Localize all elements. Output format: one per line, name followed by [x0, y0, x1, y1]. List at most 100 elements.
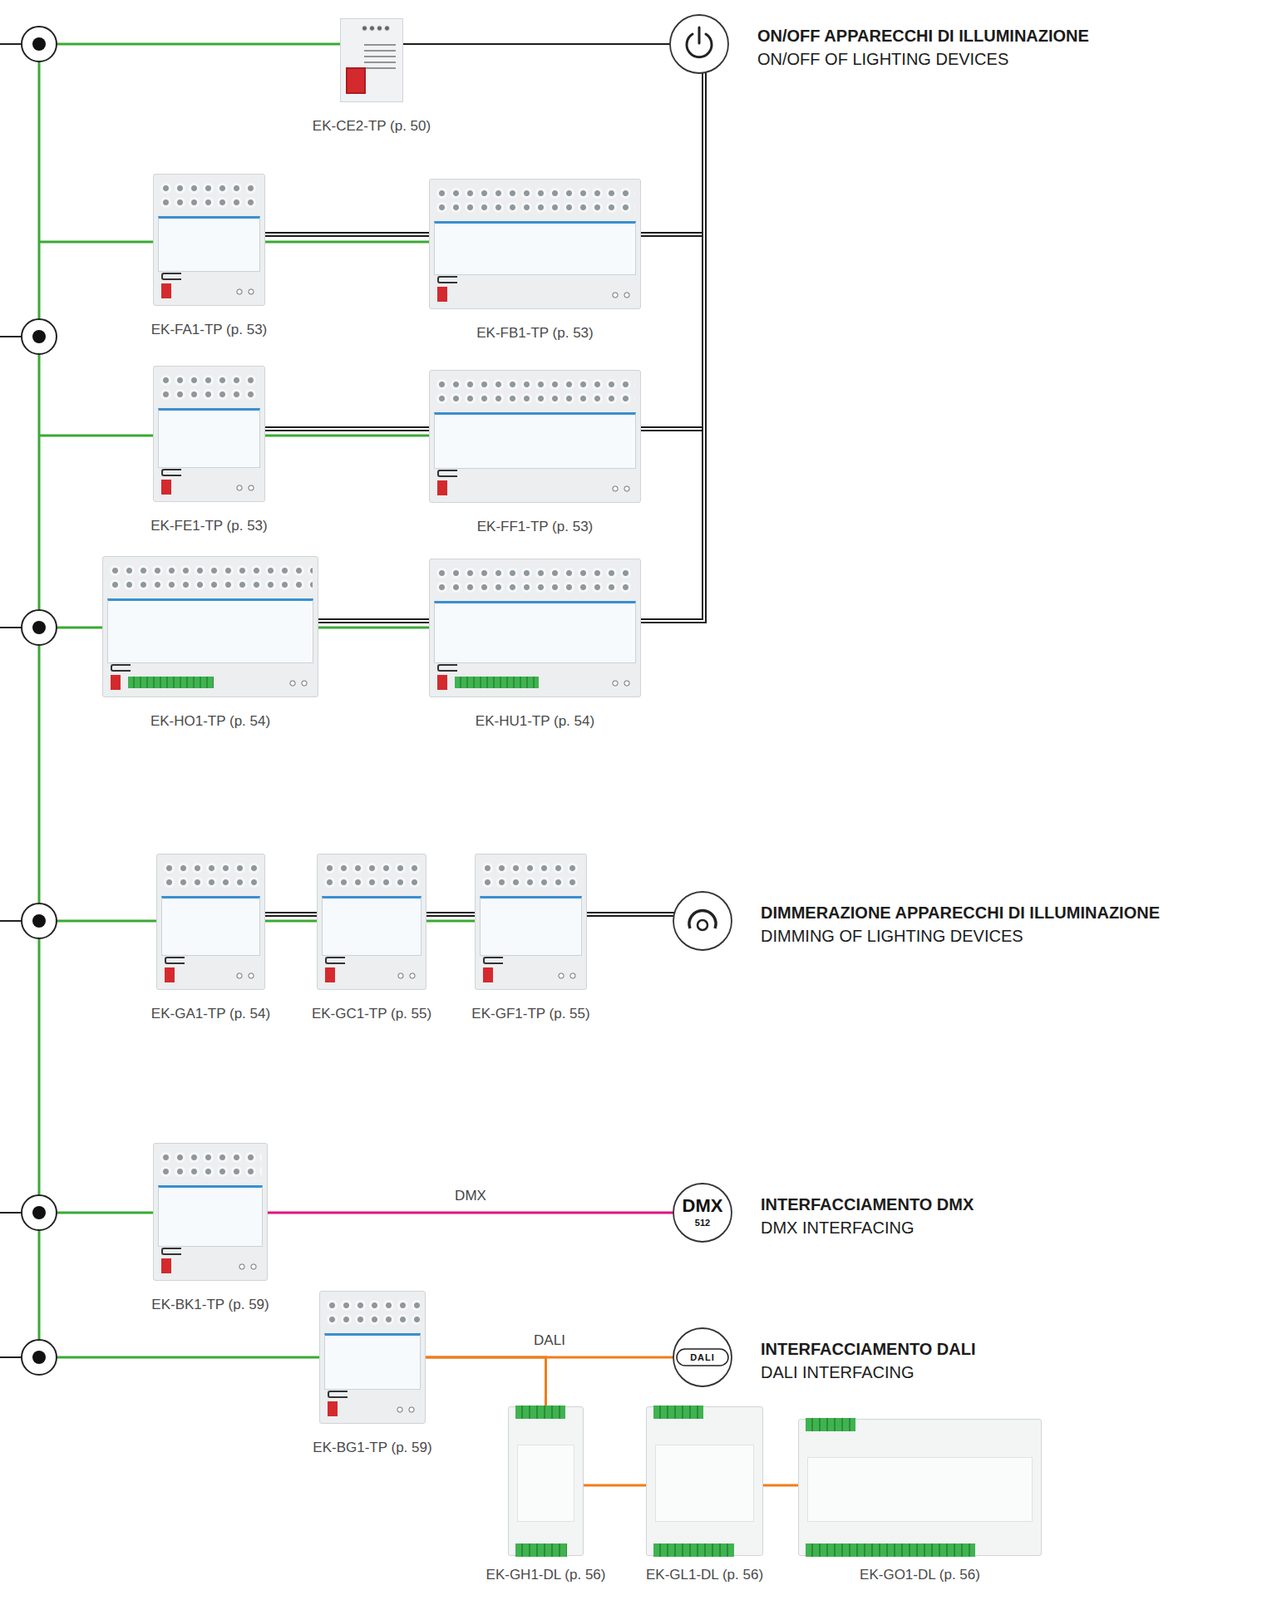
- function-icon-node: ON/OFF APPARECCHI DI ILLUMINAZIONEON/OFF…: [668, 13, 730, 75]
- device-module: EK-FB1-TP (p. 53): [428, 178, 641, 310]
- terminal-top: [653, 1405, 704, 1420]
- device-module: EK-CE2-TP (p. 50): [340, 18, 404, 103]
- device-module: EK-GC1-TP (p. 55): [316, 853, 427, 991]
- terminal-top: [515, 1405, 566, 1420]
- device-code-label: EK-BK1-TP (p. 59): [151, 1296, 269, 1314]
- double-line-outer: [265, 231, 429, 237]
- heading-english: DALI INTERFACING: [760, 1360, 977, 1385]
- heading-english: DMX INTERFACING: [760, 1216, 974, 1240]
- front-panel: [157, 216, 261, 272]
- dmx-line: [267, 1212, 674, 1215]
- terminal-strip: [480, 861, 582, 890]
- dimmer-knob: [697, 920, 708, 931]
- status-led-pair: [397, 972, 416, 980]
- status-led-pair: [236, 484, 255, 492]
- device-module: EK-HU1-TP (p. 54): [428, 558, 641, 698]
- double-line-outer: [640, 73, 705, 236]
- icon-text: DMX: [671, 1196, 734, 1217]
- device-code-label: EK-FE1-TP (p. 53): [150, 517, 267, 535]
- device-module: EK-HO1-TP (p. 54): [102, 556, 319, 698]
- device-code-label: EK-CE2-TP (p. 50): [312, 118, 431, 135]
- prog-led: [437, 276, 458, 284]
- prog-led: [325, 956, 346, 965]
- status-led-pair: [396, 1406, 415, 1414]
- connector: [583, 1485, 646, 1487]
- front-panel: [161, 896, 261, 957]
- connector: [265, 234, 429, 236]
- double-line-gap: [318, 620, 429, 622]
- prog-button: [437, 480, 448, 496]
- prog-button: [327, 1401, 338, 1417]
- front-panel: [157, 1185, 263, 1248]
- control-line: [403, 43, 671, 45]
- terminal-bottom: [515, 1543, 567, 1558]
- knx-bus-lines: [39, 44, 475, 1358]
- connector: [586, 914, 675, 916]
- device-code-label: EK-HO1-TP (p. 54): [150, 713, 271, 730]
- connector: [640, 73, 705, 622]
- device-module: EK-GA1-TP (p. 54): [156, 853, 266, 991]
- prog-button: [161, 1258, 172, 1274]
- terminal-bottom: [653, 1543, 735, 1558]
- device-code-label: EK-GF1-TP (p. 55): [471, 1005, 590, 1023]
- line-label: DALI: [530, 1332, 569, 1350]
- device-code-label: EK-FA1-TP (p. 53): [151, 321, 268, 339]
- connector: [426, 914, 475, 916]
- heading-italian: INTERFACCIAMENTO DMX: [760, 1193, 974, 1217]
- bus-terminals: [21, 26, 57, 1376]
- device-module: EK-BG1-TP (p. 59): [319, 1291, 426, 1425]
- prog-led: [437, 664, 458, 672]
- double-line-gap: [265, 233, 429, 236]
- connector: [265, 914, 317, 916]
- function-icon: [668, 13, 730, 75]
- function-heading: INTERFACCIAMENTO DALIDALI INTERFACING: [760, 1337, 977, 1385]
- prog-button: [164, 967, 175, 983]
- function-heading: DIMMERAZIONE APPARECCHI DI ILLUMINAZIONE…: [760, 901, 1160, 948]
- terminal-strip: [325, 1298, 420, 1327]
- device-module: EK-BK1-TP (p. 59): [152, 1143, 268, 1282]
- function-icon: [671, 890, 734, 952]
- connector: [640, 73, 705, 430]
- terminal-top: [805, 1418, 856, 1432]
- prog-led: [161, 1247, 182, 1256]
- connector: [265, 428, 429, 430]
- double-line-gap: [586, 913, 675, 916]
- terminal-strip: [322, 861, 421, 890]
- status-led-pair: [236, 288, 255, 296]
- prog-led: [161, 272, 182, 281]
- terminal-strip: [158, 373, 260, 402]
- device-module: EK-FA1-TP (p. 53): [152, 173, 266, 306]
- front-panel: [807, 1457, 1033, 1523]
- heading-english: DIMMING OF LIGHTING DEVICES: [760, 924, 1160, 948]
- device-module: EK-FE1-TP (p. 53): [152, 365, 266, 503]
- heading-italian: ON/OFF APPARECCHI DI ILLUMINAZIONE: [757, 24, 1090, 48]
- prog-led: [483, 956, 503, 965]
- status-led-pair: [611, 680, 631, 687]
- status-led-pair: [236, 972, 255, 980]
- connector: [267, 1212, 674, 1214]
- status-led-pair: [611, 485, 631, 493]
- line-label: DMX: [451, 1188, 490, 1205]
- prog-led: [437, 469, 458, 478]
- connector: [318, 621, 429, 622]
- device-code-label: EK-FB1-TP (p. 53): [476, 325, 593, 342]
- device-code-label: EK-GL1-DL (p. 56): [645, 1567, 764, 1584]
- terminal-strip: [434, 566, 636, 595]
- double-line-outer: [318, 618, 429, 624]
- heading-italian: INTERFACCIAMENTO DALI: [760, 1337, 977, 1361]
- prog-button: [437, 286, 448, 302]
- device-module: EK-GF1-TP (p. 55): [474, 853, 587, 991]
- dali-line: [425, 1357, 547, 1407]
- device-module: EK-GL1-DL (p. 56): [645, 1406, 764, 1557]
- prog-led: [327, 1390, 348, 1399]
- double-line-outer: [586, 912, 675, 917]
- front-panel: [655, 1444, 755, 1523]
- dali-line: [583, 1484, 646, 1488]
- input-terminal: [128, 676, 214, 689]
- front-panel: [433, 221, 636, 276]
- front-panel: [324, 1333, 421, 1391]
- icon-ring: [670, 14, 729, 74]
- terminal-strip: [158, 1150, 262, 1179]
- device-module: EK-GH1-DL (p. 56): [507, 1406, 584, 1557]
